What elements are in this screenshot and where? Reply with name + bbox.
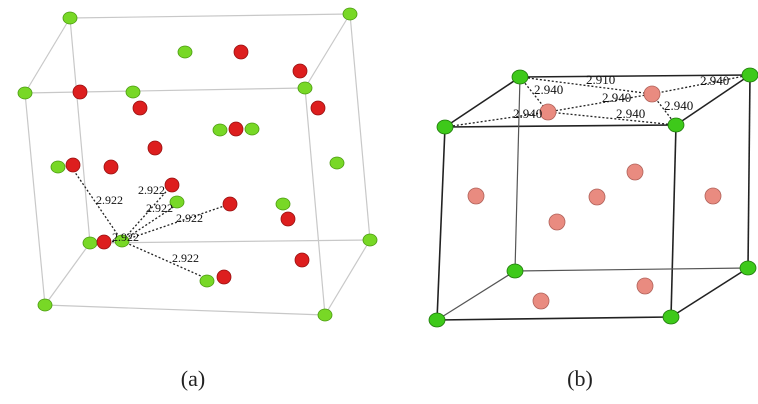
green-atom xyxy=(212,123,228,137)
salmon-atom xyxy=(626,163,644,181)
green-atom xyxy=(506,263,524,279)
panel-b-unit-cell: 2.940 2.910 2.940 2.940 2.940 2.940 2.94… xyxy=(428,67,758,328)
salmon-atom xyxy=(643,85,661,103)
green-atom xyxy=(125,85,141,99)
salmon-atom xyxy=(636,277,654,295)
bond-labels-b: 2.940 2.910 2.940 2.940 2.940 2.940 2.94… xyxy=(513,72,729,121)
atoms-b xyxy=(428,67,758,328)
bond-labels-a: 2.922 2.922 2.922 2.922 2.922 2.922 xyxy=(96,183,203,265)
green-atom xyxy=(317,308,333,322)
salmon-atom xyxy=(467,187,485,205)
red-atom xyxy=(103,159,119,175)
bond-label: 2.922 xyxy=(146,201,173,215)
salmon-atom xyxy=(539,103,557,121)
red-atom xyxy=(310,100,326,116)
red-atom xyxy=(280,211,296,227)
red-atom xyxy=(65,157,81,173)
salmon-atom xyxy=(704,187,722,205)
salmon-atom xyxy=(588,188,606,206)
bond-label: 2.940 xyxy=(664,98,693,113)
green-atom xyxy=(169,195,185,209)
red-atom xyxy=(222,196,238,212)
bond-label: 2.940 xyxy=(513,106,542,121)
green-atom xyxy=(741,67,758,83)
hidden-edges-b xyxy=(436,76,749,321)
cube-edges-a xyxy=(24,13,371,316)
green-atom xyxy=(297,81,313,95)
caption-b: (b) xyxy=(567,366,593,391)
green-atom xyxy=(62,11,78,25)
green-atom xyxy=(177,45,193,59)
green-atom xyxy=(428,312,446,328)
bond-label: 2.940 xyxy=(602,90,631,105)
green-atom xyxy=(275,197,291,211)
bond-label: 2.940 xyxy=(534,82,563,97)
green-atom xyxy=(739,260,757,276)
green-atom xyxy=(362,233,378,247)
green-atom xyxy=(17,86,33,100)
bond-label: 2.922 xyxy=(96,193,123,207)
bond-label: 2.922 xyxy=(172,251,199,265)
green-atom xyxy=(37,298,53,312)
green-atom xyxy=(114,234,130,248)
bond-label: 2.922 xyxy=(176,211,203,225)
green-atom xyxy=(82,236,98,250)
atoms-a xyxy=(17,7,378,322)
panel-a-unit-cell: 2.922 2.922 2.922 2.922 2.922 2.922 xyxy=(17,7,378,322)
green-atom xyxy=(342,7,358,21)
red-atom xyxy=(294,252,310,268)
red-atom xyxy=(147,140,163,156)
red-atom xyxy=(164,177,180,193)
green-atom xyxy=(244,122,260,136)
salmon-atom xyxy=(548,213,566,231)
green-atom xyxy=(662,309,680,325)
green-atom xyxy=(511,69,529,85)
green-atom xyxy=(199,274,215,288)
green-atom xyxy=(329,156,345,170)
green-atom xyxy=(50,160,66,174)
salmon-atom xyxy=(532,292,550,310)
cube-edges-b xyxy=(436,74,751,321)
bond-label: 2.940 xyxy=(616,106,645,121)
red-atom xyxy=(96,234,112,250)
caption-a: (a) xyxy=(180,366,206,391)
bond-label: 2.922 xyxy=(138,183,165,197)
red-atom xyxy=(292,63,308,79)
green-atom xyxy=(667,117,685,133)
green-atom xyxy=(436,119,454,135)
red-atom xyxy=(233,44,249,60)
red-atom xyxy=(132,100,148,116)
red-atom xyxy=(72,84,88,100)
red-atom xyxy=(216,269,232,285)
red-atom xyxy=(228,121,244,137)
bond-label: 2.940 xyxy=(700,73,729,88)
bond-label: 2.910 xyxy=(586,72,615,87)
bond-label: 2.922 xyxy=(112,230,139,244)
